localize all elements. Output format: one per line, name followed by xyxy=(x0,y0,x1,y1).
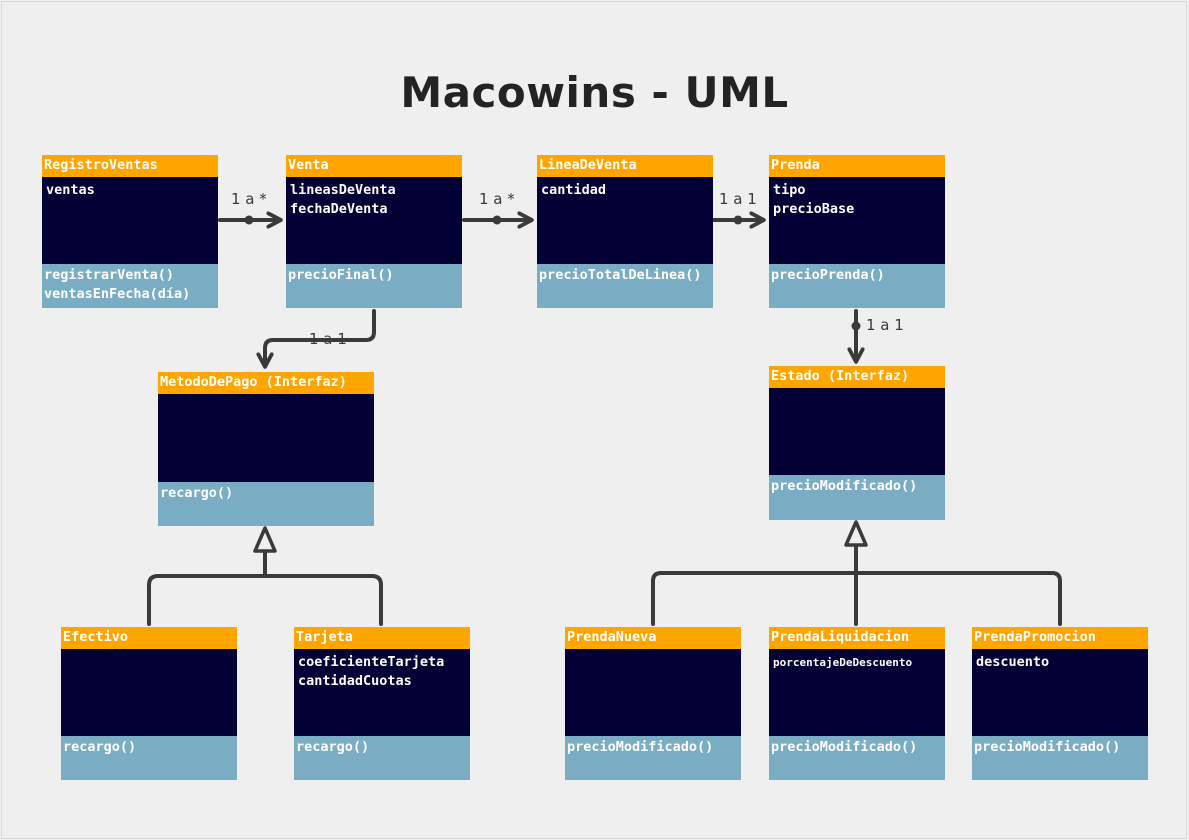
method: precioModificado() xyxy=(567,739,714,755)
class-name: PrendaPromocion xyxy=(972,627,1148,649)
label-linea-prenda: 1 a 1 xyxy=(719,190,757,208)
label-venta-metodo: 1 a 1 xyxy=(309,330,347,348)
method: recargo() xyxy=(296,739,370,755)
method: ventasEnFecha(día) xyxy=(44,286,191,302)
class-name: Prenda xyxy=(769,155,945,177)
inheritance-triangle-estado xyxy=(844,520,868,547)
methods-compartment: recargo() xyxy=(158,482,374,526)
class-efectivo[interactable]: Efectivo recargo() xyxy=(61,627,237,780)
attribute: ventas xyxy=(46,182,95,198)
attributes-compartment: ventas xyxy=(42,177,218,264)
methods-compartment: recargo() xyxy=(61,736,237,780)
inheritance-triangle-metodo xyxy=(253,526,277,553)
class-tarjeta[interactable]: Tarjeta coeficienteTarjeta cantidadCuotas… xyxy=(294,627,470,780)
class-registro-ventas[interactable]: RegistroVentas ventas registrarVenta() ve… xyxy=(42,155,218,308)
dot-prenda-estado xyxy=(851,321,861,331)
class-name: PrendaNueva xyxy=(565,627,741,649)
attributes-compartment xyxy=(158,394,374,482)
class-linea-de-venta[interactable]: LineaDeVenta cantidad precioTotalDeLinea… xyxy=(537,155,713,308)
dot-linea-prenda xyxy=(733,215,743,225)
method: precioModificado() xyxy=(771,478,918,494)
class-name: Estado (Interfaz) xyxy=(769,366,945,388)
class-name: MetodoDePago (Interfaz) xyxy=(158,372,374,394)
methods-compartment: precioFinal() xyxy=(286,264,462,308)
dot-venta-linea xyxy=(492,215,502,225)
class-name: PrendaLiquidacion xyxy=(769,627,945,649)
class-name: Efectivo xyxy=(61,627,237,649)
class-prenda-promocion[interactable]: PrendaPromocion descuento precioModifica… xyxy=(972,627,1148,780)
attribute: lineasDeVenta xyxy=(290,182,396,198)
methods-compartment: precioTotalDeLinea() xyxy=(537,264,713,308)
attributes-compartment: descuento xyxy=(972,649,1148,736)
attribute: tipo xyxy=(773,182,806,198)
method: registrarVenta() xyxy=(44,267,175,283)
class-venta[interactable]: Venta lineasDeVenta fechaDeVenta precioFi… xyxy=(286,155,462,308)
attributes-compartment: porcentajeDeDescuento xyxy=(769,649,945,736)
attribute: cantidad xyxy=(541,182,607,198)
attribute: precioBase xyxy=(773,201,855,217)
method: precioTotalDeLinea() xyxy=(539,267,702,283)
attributes-compartment: coeficienteTarjeta cantidadCuotas xyxy=(294,649,470,736)
methods-compartment: precioModificado() xyxy=(769,736,945,780)
method: recargo() xyxy=(63,739,137,755)
attribute: porcentajeDeDescuento xyxy=(773,656,913,669)
methods-compartment: registrarVenta() ventasEnFecha(día) xyxy=(42,264,218,308)
diagram-title: Macowins - UML xyxy=(400,68,789,117)
class-estado[interactable]: Estado (Interfaz) precioModificado() xyxy=(769,366,945,520)
assoc-venta-metodo xyxy=(265,309,376,366)
class-name: LineaDeVenta xyxy=(537,155,713,177)
attribute: cantidadCuotas xyxy=(298,673,412,689)
method: precioFinal() xyxy=(288,267,394,283)
methods-compartment: precioModificado() xyxy=(769,475,945,520)
methods-compartment: precioModificado() xyxy=(565,736,741,780)
methods-compartment: precioModificado() xyxy=(972,736,1148,780)
class-prenda[interactable]: Prenda tipo precioBase precioPrenda() xyxy=(769,155,945,308)
inherit-efectivo xyxy=(147,574,267,626)
attributes-compartment: tipo precioBase xyxy=(769,177,945,264)
label-prenda-estado: 1 a 1 xyxy=(866,316,904,334)
attribute: descuento xyxy=(976,654,1050,670)
class-prenda-nueva[interactable]: PrendaNueva precioModificado() xyxy=(565,627,741,780)
class-metodo-de-pago[interactable]: MetodoDePago (Interfaz) recargo() xyxy=(158,372,374,526)
dot-registro-venta xyxy=(244,215,254,225)
methods-compartment: recargo() xyxy=(294,736,470,780)
method: precioPrenda() xyxy=(771,267,885,283)
label-registro-venta: 1 a * xyxy=(231,190,267,208)
attributes-compartment xyxy=(565,649,741,736)
attribute: fechaDeVenta xyxy=(290,201,388,217)
attributes-compartment xyxy=(769,388,945,475)
method: recargo() xyxy=(160,485,234,501)
class-name: Tarjeta xyxy=(294,627,470,649)
inherit-tarjeta xyxy=(263,574,383,626)
attributes-compartment: cantidad xyxy=(537,177,713,264)
class-name: RegistroVentas xyxy=(42,155,218,177)
label-venta-linea: 1 a * xyxy=(479,190,515,208)
attributes-compartment xyxy=(61,649,237,736)
class-prenda-liquidacion[interactable]: PrendaLiquidacion porcentajeDeDescuento … xyxy=(769,627,945,780)
method: precioModificado() xyxy=(974,739,1121,755)
methods-compartment: precioPrenda() xyxy=(769,264,945,308)
attributes-compartment: lineasDeVenta fechaDeVenta xyxy=(286,177,462,264)
class-name: Venta xyxy=(286,155,462,177)
method: precioModificado() xyxy=(771,739,918,755)
attribute: coeficienteTarjeta xyxy=(298,654,445,670)
